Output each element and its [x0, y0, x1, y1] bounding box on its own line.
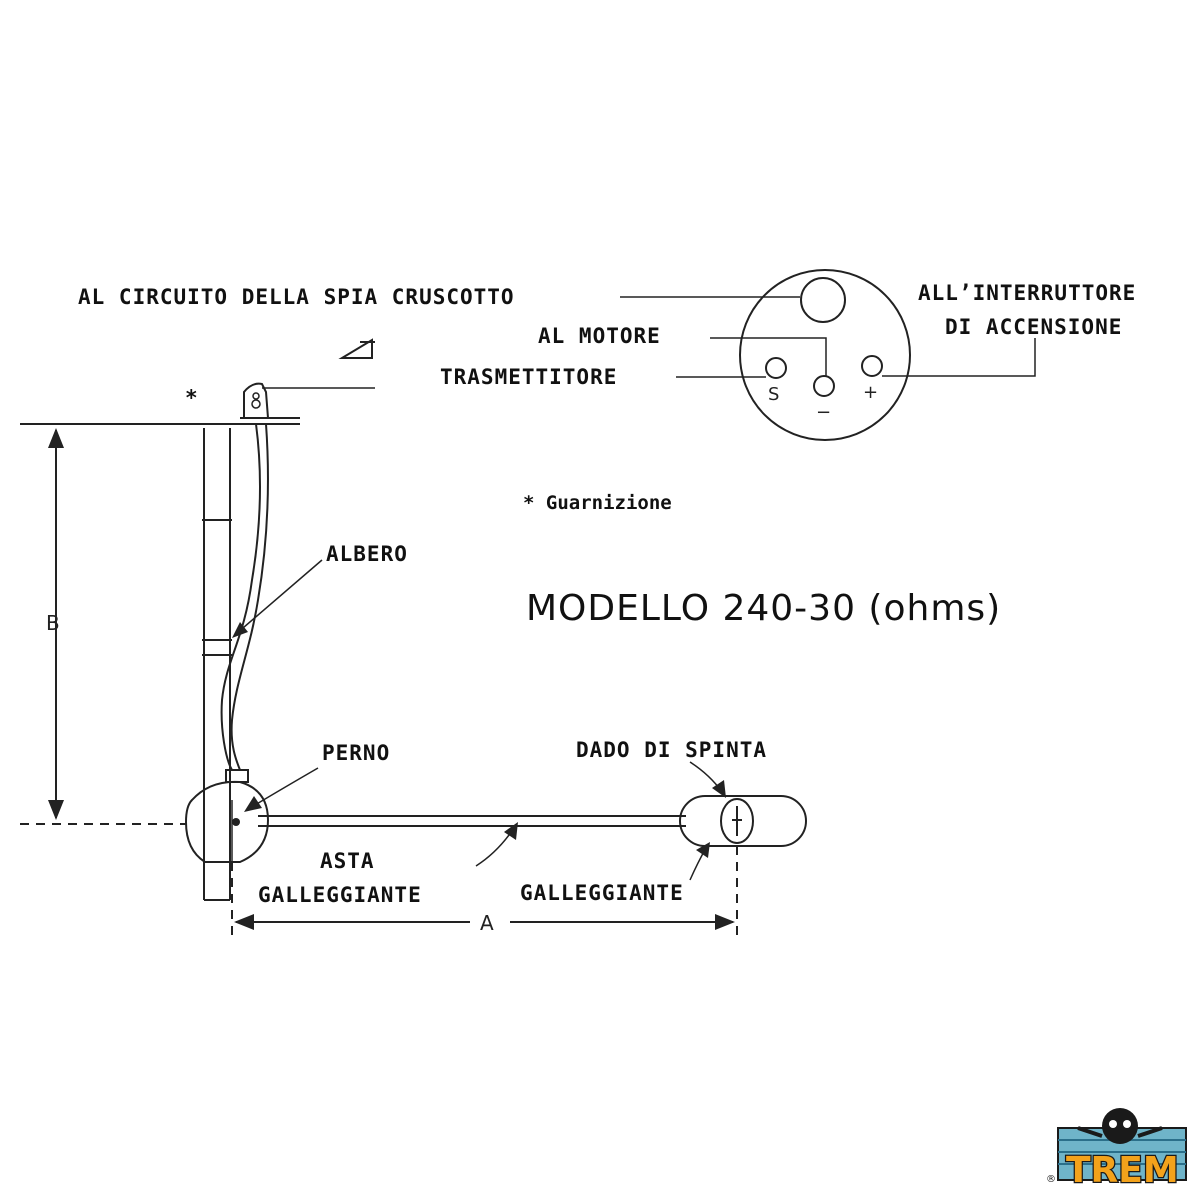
- callout-arrows: [232, 559, 726, 881]
- float: [679, 795, 807, 847]
- logo-registered: ®: [1046, 1174, 1056, 1185]
- label-shaft: ALBERO: [326, 542, 408, 566]
- label-pivot: PERNO: [322, 741, 390, 765]
- label-float-arm-1: ASTA: [320, 849, 375, 873]
- dimension-b: B: [20, 423, 186, 825]
- label-warning-light-circuit: AL CIRCUITO DELLA SPIA CRUSCOTTO: [78, 285, 515, 309]
- dimension-b-label: B: [46, 611, 60, 635]
- terminal-minus-label: −: [816, 402, 831, 423]
- label-transmitter: TRASMETTITORE: [440, 365, 617, 389]
- dimension-a-label: A: [480, 911, 494, 935]
- dimension-a: A: [231, 846, 738, 940]
- label-gasket-note: * Guarnizione: [523, 492, 672, 514]
- terminal-block: [243, 382, 269, 419]
- float-arm: [258, 815, 686, 827]
- connector-diagram: S − +: [620, 269, 1036, 441]
- thrust-nut: [720, 798, 754, 844]
- terminal-s-label: S: [768, 384, 779, 405]
- label-float: GALLEGGIANTE: [520, 881, 684, 905]
- model-title: MODELLO 240-30 (ohms): [526, 588, 1001, 629]
- label-to-engine: AL MOTORE: [538, 324, 661, 348]
- label-ignition-switch-1: ALL’INTERRUTTORE: [918, 281, 1136, 305]
- label-thrust-nut: DADO DI SPINTA: [576, 738, 767, 762]
- connector-body: [739, 269, 911, 441]
- terminal-plus-label: +: [863, 382, 878, 403]
- terminal-ground: [813, 375, 835, 397]
- trem-logo: TREM ®: [1046, 1108, 1187, 1192]
- mascot-icon: [1102, 1108, 1138, 1144]
- terminal-plus: [861, 355, 883, 377]
- label-float-arm-2: GALLEGGIANTE: [258, 883, 422, 907]
- pivot-housing: [184, 780, 270, 863]
- label-ignition-switch-2: DI ACCENSIONE: [945, 315, 1122, 339]
- gasket-asterisk: *: [185, 386, 199, 410]
- sender-wire: [220, 423, 262, 771]
- sender-tube: [203, 428, 231, 901]
- terminal-warning-light: [800, 277, 846, 323]
- terminal-s: [765, 357, 787, 379]
- logo-text: TREM: [1066, 1150, 1179, 1191]
